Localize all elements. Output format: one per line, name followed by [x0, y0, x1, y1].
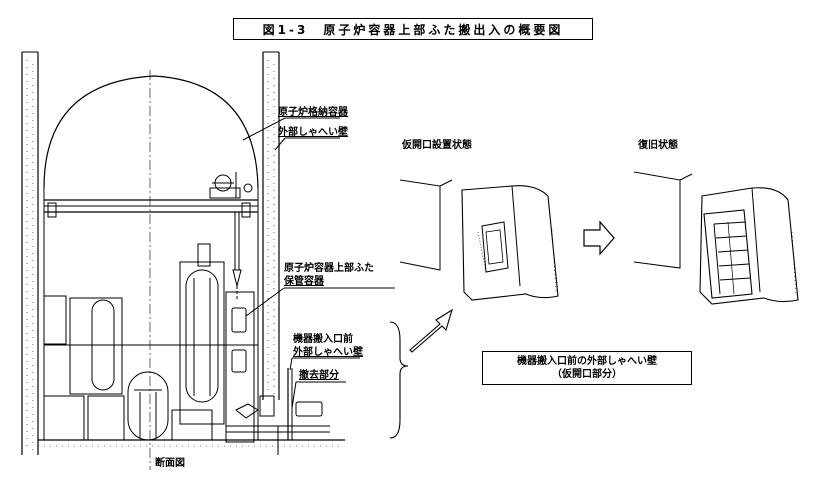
- transfer-arrow: [409, 308, 453, 353]
- label-restored-state: 復旧状態: [638, 140, 678, 151]
- label-section-view: 断面図: [155, 458, 185, 469]
- label-head-storage-line2: 保管容器: [284, 276, 324, 287]
- block-arrow: [583, 220, 615, 256]
- label-outer-shield-wall: 外部しゃへい壁: [278, 127, 348, 138]
- label-removed-part: 撤去部分: [299, 370, 339, 381]
- temporary-opening-sketch: [399, 179, 559, 301]
- restored-state-sketch: [633, 171, 799, 305]
- cross-section-drawing: [21, 51, 409, 470]
- label-hatch-wall-line1: 機器搬入口前: [293, 334, 353, 345]
- note-line2: （仮開口部分）: [552, 369, 622, 380]
- diagram-title: 図1-3 原子炉容器上部ふた搬出入の概要図: [233, 18, 593, 40]
- label-head-storage-line1: 原子炉容器上部ふた: [284, 263, 374, 274]
- label-containment-vessel: 原子炉格納容器: [278, 107, 348, 118]
- note-box: 機器搬入口前の外部しゃへい壁 （仮開口部分）: [482, 351, 692, 385]
- label-hatch-wall-line2: 外部しゃへい壁: [293, 347, 363, 358]
- note-line1: 機器搬入口前の外部しゃへい壁: [517, 356, 657, 367]
- label-temporary-opening-state: 仮開口設置状態: [402, 140, 472, 151]
